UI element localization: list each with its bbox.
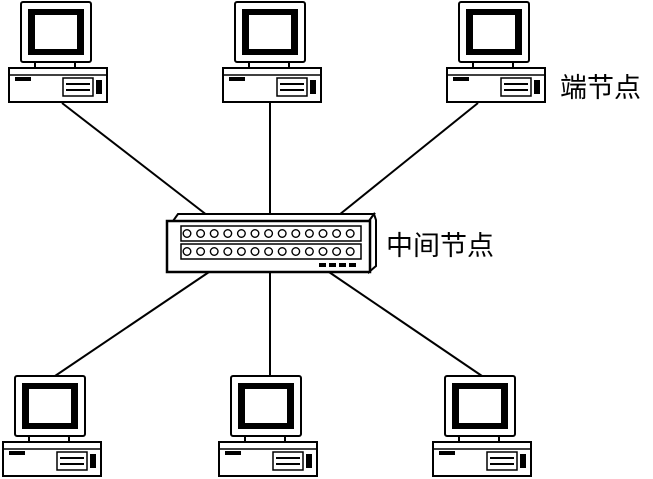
switch-port [223, 228, 233, 238]
monitor-screen [459, 389, 501, 423]
power-button-icon [534, 80, 540, 94]
terminal-nodes [2, 1, 546, 477]
switch-port [304, 246, 314, 256]
switch-port [332, 246, 342, 256]
switch-port [318, 228, 328, 238]
switch-port [332, 228, 342, 238]
switch-port [250, 246, 260, 256]
central-switch [165, 211, 377, 275]
monitor-screen [473, 15, 515, 49]
switch-port [236, 228, 246, 238]
drive-slot-icon [9, 451, 25, 455]
power-button-icon [306, 454, 312, 468]
monitor-screen [245, 389, 287, 423]
switch-port [291, 228, 301, 238]
monitor-screen [35, 15, 77, 49]
terminal-bottom-center [218, 375, 318, 477]
switch-ports [182, 228, 355, 256]
drive-bay [486, 451, 518, 471]
switch-port [264, 228, 274, 238]
drive-slot-icon [225, 451, 241, 455]
terminal-top-center [222, 1, 322, 103]
switch-port [223, 246, 233, 256]
monitor-screen [29, 389, 71, 423]
switch-port [345, 246, 355, 256]
switch-port [264, 246, 274, 256]
drive-bay [276, 77, 308, 97]
power-button-icon [310, 80, 316, 94]
terminal-bottom-right [432, 375, 532, 477]
drive-bay [500, 77, 532, 97]
switch-port [304, 228, 314, 238]
drive-bay [272, 451, 304, 471]
switch-port [182, 228, 192, 238]
switch-port [209, 228, 219, 238]
power-button-icon [90, 454, 96, 468]
link-bottom-right [325, 269, 483, 377]
status-led [329, 263, 336, 267]
status-led [319, 263, 326, 267]
drive-bay [56, 451, 88, 471]
end-node-label: 端节点 [560, 73, 641, 104]
switch-port [209, 246, 219, 256]
terminal-bottom-left [2, 375, 102, 477]
drive-slot-icon [453, 77, 469, 81]
switch-port [236, 246, 246, 256]
link-top-right [333, 102, 479, 220]
connection-links [54, 102, 483, 377]
monitor-screen [249, 15, 291, 49]
switch-port [182, 246, 192, 256]
switch-port [277, 228, 287, 238]
switch-port [277, 246, 287, 256]
switch-port [318, 246, 328, 256]
status-led [349, 263, 356, 267]
switch-status-leds [319, 263, 356, 267]
drive-slot-icon [439, 451, 455, 455]
power-button-icon [96, 80, 102, 94]
terminal-top-left [8, 1, 108, 103]
terminal-top-right [446, 1, 546, 103]
power-button-icon [520, 454, 526, 468]
status-led [339, 263, 346, 267]
link-bottom-left [54, 269, 213, 377]
switch-port [345, 228, 355, 238]
drive-slot-icon [229, 77, 245, 81]
switch-port [291, 246, 301, 256]
middle-node-label: 中间节点 [386, 231, 494, 262]
switch-port [196, 228, 206, 238]
switch-port [196, 246, 206, 256]
drive-slot-icon [15, 77, 31, 81]
drive-bay [62, 77, 94, 97]
switch-port [250, 228, 260, 238]
link-top-left [61, 102, 213, 220]
